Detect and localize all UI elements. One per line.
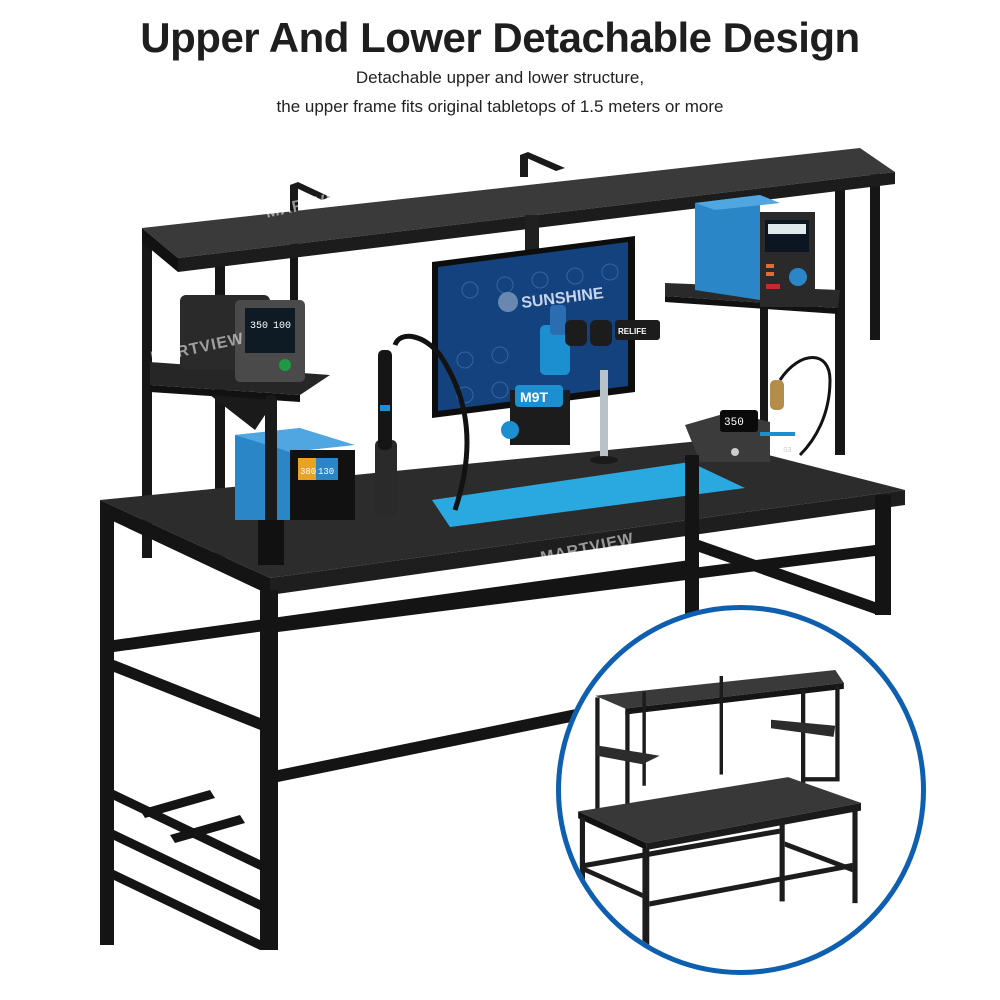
svg-text:130: 130 <box>318 467 334 477</box>
svg-text:380: 380 <box>300 467 316 477</box>
svg-text:M9T: M9T <box>520 389 548 405</box>
lower-frame <box>100 455 891 950</box>
svg-text:350: 350 <box>250 321 268 332</box>
upper-frame <box>142 170 880 558</box>
handle-holder <box>375 350 397 515</box>
soldering-station: 350 S3 <box>685 380 795 462</box>
subtitle-line-1: Detachable upper and lower structure, <box>355 68 645 87</box>
rework-station: 350 100 <box>180 295 305 382</box>
detached-parts-inset <box>556 605 926 975</box>
page-title: Upper And Lower Detachable Design <box>140 14 860 61</box>
power-supply <box>695 195 815 307</box>
hot-air-station: 380 130 <box>235 395 355 565</box>
subtitle-line-2: the upper frame fits original tabletops … <box>276 97 724 116</box>
svg-text:RELIFE: RELIFE <box>618 327 647 336</box>
svg-text:S3: S3 <box>783 447 792 454</box>
svg-text:350: 350 <box>724 417 744 429</box>
shelf-brackets <box>290 152 565 207</box>
blue-mat <box>432 462 745 527</box>
monitor: SUNSHINE <box>432 236 635 418</box>
detached-frames-illustration <box>578 670 861 952</box>
svg-text:100: 100 <box>273 321 291 332</box>
microscope: M9T RELIFE <box>501 305 660 464</box>
foot-rack <box>114 790 260 950</box>
